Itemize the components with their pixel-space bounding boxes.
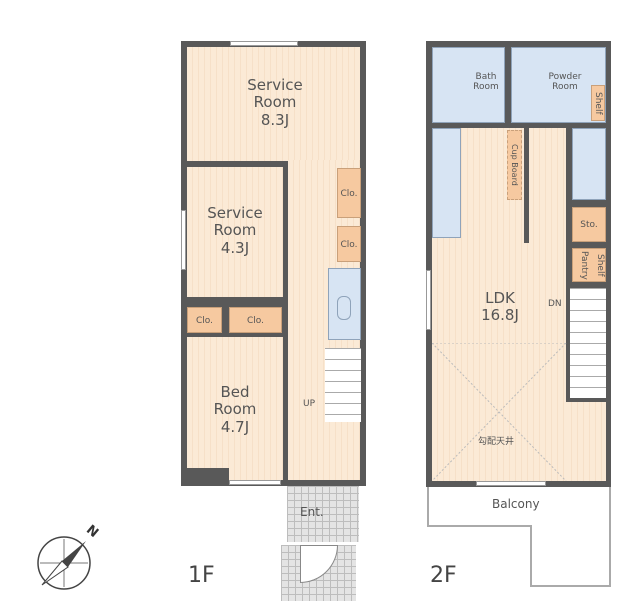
- 2f-balcony-label: Balcony: [492, 497, 540, 511]
- 1f-toilet: [328, 268, 361, 340]
- room-name: Room: [213, 400, 257, 419]
- 1f-stairs-label: UP: [303, 399, 316, 409]
- 2f-kitchen-counter: [432, 128, 461, 238]
- 1f-entrance: [287, 486, 359, 542]
- 2f-window-left: [426, 270, 431, 330]
- 1f-floor-label: 1F: [188, 563, 215, 588]
- 2f-floor-label: 2F: [430, 563, 457, 588]
- 2f-cupboard-wall: [524, 128, 529, 243]
- 2f-toilet: [572, 128, 606, 200]
- 2f-sloped-ceiling-marker: [432, 343, 567, 481]
- room-name: Room: [213, 221, 257, 240]
- 2f-stairs: [570, 288, 606, 398]
- room-name: Service: [207, 204, 263, 222]
- compass-icon: [37, 536, 91, 590]
- 2f-ldk-label: LDK 16.8J: [455, 289, 545, 325]
- 2f-ldk-lower: [566, 402, 606, 481]
- 1f-service-room-large: [187, 47, 360, 161]
- 1f-bed-room: [187, 337, 283, 480]
- 1f-bed-room-label: Bed Room 4.7J: [190, 383, 280, 436]
- 2f-pantry-label: Pantry: [579, 250, 589, 280]
- room-name: Room: [253, 93, 297, 112]
- 1f-service-room-small-label: Service Room 4.3J: [190, 204, 280, 257]
- 1f-window-left: [181, 210, 186, 270]
- room-size: 8.3J: [260, 110, 290, 129]
- 1f-closet-4: Clo.: [229, 307, 282, 333]
- 1f-stairs: [325, 348, 361, 422]
- 2f-shelf-powder: Shelf: [591, 85, 605, 121]
- 1f-window-top: [230, 41, 298, 46]
- room-size: 16.8J: [481, 306, 519, 325]
- 1f-closet-3: Clo.: [187, 307, 222, 333]
- 1f-entrance-label: Ent.: [300, 505, 324, 519]
- 2f-balcony-extension: [530, 525, 611, 587]
- room-name: Bath: [475, 72, 497, 82]
- room-name: Service: [247, 76, 303, 94]
- 2f-bath-room: [432, 47, 505, 123]
- room-name: Room: [552, 82, 578, 93]
- room-name: Room: [473, 82, 499, 93]
- 1f-dark-block: [181, 468, 229, 486]
- 2f-shelf-label: Shelf: [595, 253, 605, 277]
- room-name: Powder: [548, 72, 582, 82]
- 2f-ceiling-note: 勾配天井: [478, 437, 515, 447]
- 2f-storage: Sto.: [572, 207, 606, 242]
- 2f-bath-label: Bath Room: [468, 72, 504, 93]
- room-size: 4.3J: [220, 238, 250, 257]
- room-name: Bed: [220, 383, 250, 401]
- 1f-service-room-small: [187, 167, 283, 297]
- 2f-stairs-label: DN: [548, 299, 562, 309]
- room-size: 4.7J: [220, 417, 250, 436]
- 2f-window-bottom: [476, 481, 546, 486]
- compass: N: [34, 522, 101, 593]
- 2f-pantry-shelf: Pantry Shelf: [572, 248, 606, 282]
- 2f-powder-label: Powder Room: [542, 72, 588, 93]
- 1f-service-room-large-label: Service Room 8.3J: [230, 76, 320, 129]
- 1f-closet-2: Clo.: [337, 226, 361, 262]
- toilet-icon: [337, 296, 351, 320]
- room-name: LDK: [485, 289, 515, 307]
- 2f-powder-room: [511, 47, 606, 123]
- 1f-closet-1: Clo.: [337, 168, 361, 218]
- 1f-window-bottom: [229, 480, 281, 485]
- 2f-cupboard: Cup Board: [507, 130, 522, 200]
- 2f-balcony: [427, 487, 611, 527]
